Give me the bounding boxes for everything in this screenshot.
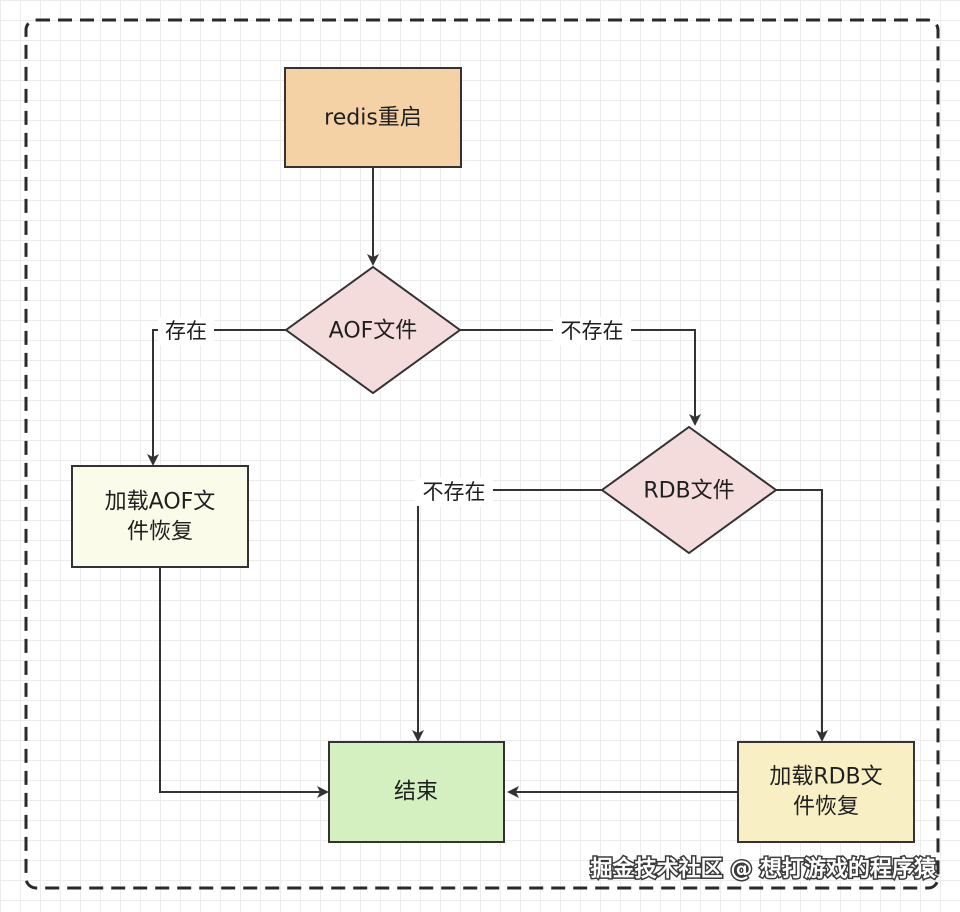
edge-label-aof-exists: 存在: [165, 319, 207, 343]
node-load-aof-line1: 加载AOF文: [105, 490, 216, 515]
edge-rdb-exists: [776, 489, 828, 742]
edge-rdb-missing: [412, 489, 602, 742]
node-load-rdb-line2: 件恢复: [793, 795, 859, 820]
dashed-container: [24, 18, 940, 890]
node-aof-decision-label: AOF文件: [329, 319, 418, 344]
node-redis-restart: redis重启: [284, 67, 462, 168]
node-aof-decision: AOF文件: [284, 265, 462, 395]
node-load-rdb: 加载RDB文 件恢复: [737, 741, 915, 843]
watermark-text: 掘金技术社区 @ 想打游戏的程序猿: [591, 856, 937, 882]
node-load-aof-line2: 件恢复: [127, 520, 193, 545]
node-redis-restart-label: redis重启: [324, 106, 422, 131]
node-load-rdb-line1: 加载RDB文: [769, 765, 882, 790]
edge-label-aof-missing: 不存在: [561, 319, 624, 343]
node-end-label: 结束: [394, 780, 438, 805]
node-load-aof: 加载AOF文 件恢复: [71, 465, 249, 568]
edge-load-aof-to-end: [159, 568, 329, 798]
edge-aof-exists: [147, 329, 286, 466]
edge-aof-missing: [460, 329, 701, 426]
node-rdb-decision: RDB文件: [600, 425, 778, 555]
edge-label-rdb-missing: 不存在: [423, 480, 486, 504]
node-end: 结束: [328, 741, 505, 843]
edge-labels: 存在 不存在 不存在: [158, 317, 631, 506]
node-rdb-decision-label: RDB文件: [643, 479, 734, 504]
